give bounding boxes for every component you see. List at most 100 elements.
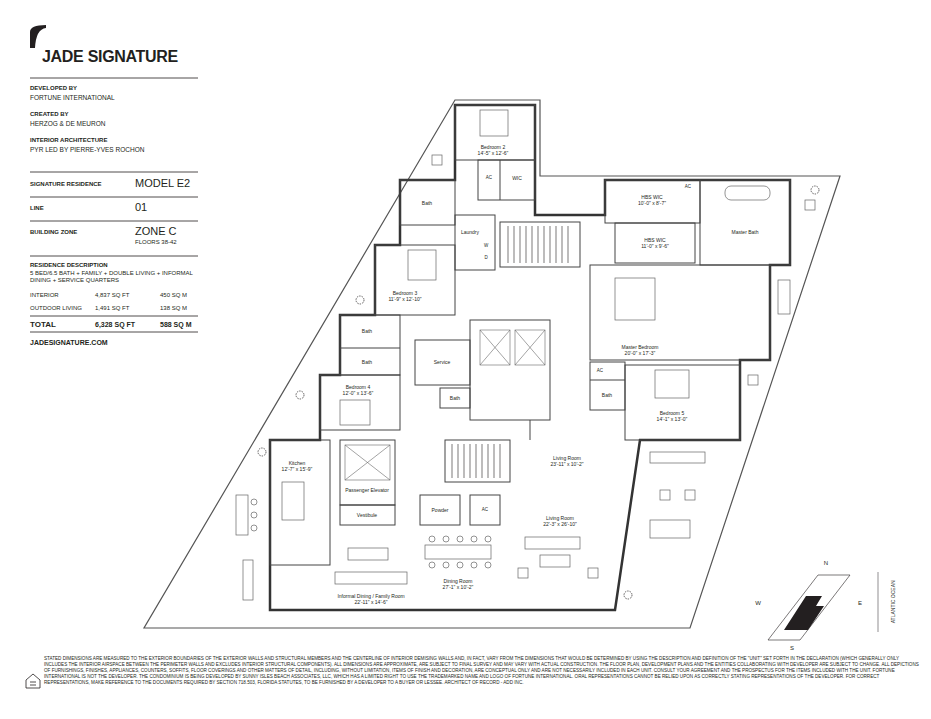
room-name: Bedroom 5	[657, 410, 688, 416]
lounger	[243, 560, 253, 600]
room-name: Master Bath	[732, 229, 759, 235]
wall	[500, 222, 580, 267]
wall	[340, 348, 400, 349]
room-name: Passenger Elevator	[345, 487, 389, 493]
wall	[455, 215, 495, 270]
appliance-tag: W	[484, 243, 488, 248]
chair	[457, 562, 463, 568]
wall	[590, 265, 770, 360]
house-bars	[30, 682, 36, 685]
room-name: WIC	[512, 175, 522, 181]
wall	[400, 180, 455, 225]
wall	[500, 160, 501, 200]
room: HBS WIC11'-0" x 9'-6"	[641, 237, 669, 249]
armchair	[588, 568, 598, 578]
room: Bedroom 311'-9" x 12'-10"	[388, 290, 421, 302]
armchair	[685, 490, 695, 500]
wall	[270, 440, 330, 565]
room: Powder	[432, 507, 449, 513]
room-name: Bath	[362, 328, 372, 334]
wall	[340, 505, 395, 525]
room-name: Bath	[362, 359, 372, 365]
rule	[30, 316, 198, 317]
panel-value: 01	[135, 201, 147, 214]
room-name: Bath	[450, 395, 460, 401]
armchair	[805, 200, 815, 210]
wall	[440, 388, 470, 408]
room-name: HBS WIC	[638, 194, 666, 200]
closet-tag: AC	[597, 368, 603, 373]
sofa	[525, 537, 580, 549]
elevator-shaft	[480, 330, 510, 365]
compass-letter: N	[824, 560, 828, 567]
building-footprint	[784, 596, 824, 630]
wall	[470, 495, 500, 525]
house	[26, 674, 40, 688]
chair	[471, 536, 477, 542]
terrace-table	[650, 520, 690, 538]
room: Bath	[422, 200, 432, 206]
room: WIC	[512, 175, 522, 181]
room: Service	[434, 359, 451, 365]
room: HBS WIC10'-0" x 8'-7"	[638, 194, 666, 206]
area-name: INTERIOR	[30, 292, 59, 299]
kitchen-island	[282, 482, 304, 520]
wall	[445, 440, 510, 482]
chair	[457, 536, 463, 542]
stair-treads	[508, 226, 568, 263]
appliance-tag: D	[484, 255, 487, 260]
elevators-stairs	[345, 226, 568, 480]
area-value: 1,491 SQ FT	[95, 305, 129, 312]
wall	[415, 340, 470, 385]
closet-tag: AC	[486, 175, 492, 180]
room-dimensions: 27'-1" x 10'-2"	[443, 584, 474, 590]
wall	[455, 105, 535, 160]
panel-heading: DEVELOPED BY	[30, 85, 77, 92]
room: Master Bath	[732, 229, 759, 235]
chair	[251, 525, 257, 531]
wall	[605, 180, 700, 223]
room-name: Informal Dining / Family Room	[337, 593, 404, 599]
room-name: Dining Room	[443, 578, 474, 584]
equal-housing-logo	[26, 674, 40, 688]
panel-heading: BUILDING ZONE	[30, 229, 77, 236]
stair-treads	[452, 444, 500, 478]
chair	[485, 562, 491, 568]
wall	[340, 315, 400, 375]
terrace-outline	[144, 100, 840, 628]
coffee-table	[540, 555, 570, 567]
rule	[30, 332, 198, 333]
room-dimensions: 22'-3" x 26'-10"	[543, 521, 577, 527]
plant	[356, 296, 364, 304]
room-name: Master Bedroom	[622, 344, 659, 350]
room-dimensions: 23'-11" x 10'-2"	[550, 461, 583, 467]
area-value: 138 SQ M	[160, 305, 187, 312]
panel-heading: SIGNATURE RESIDENCE	[30, 181, 102, 188]
room-name: Living Room	[543, 515, 577, 521]
compass-letter: E	[858, 600, 862, 607]
panel-value: PYR LED BY PIERRE-YVES ROCHON	[30, 146, 144, 153]
wall	[530, 420, 531, 440]
elevator-cross	[480, 330, 510, 365]
chair	[251, 499, 257, 505]
panel-value: FLOORS 38-42	[135, 239, 177, 246]
room-dimensions: 22'-11" x 14'-6"	[337, 599, 404, 605]
bed	[408, 250, 436, 280]
chair	[443, 536, 449, 542]
sofa	[335, 572, 407, 584]
wall	[590, 362, 625, 410]
area-value: 450 SQ M	[160, 292, 187, 299]
room-name: Powder	[432, 507, 449, 513]
room: Bath	[362, 328, 372, 334]
chair	[251, 512, 257, 518]
room: Bedroom 214'-5" x 12'-6"	[478, 144, 509, 156]
plant	[624, 591, 632, 599]
bed	[615, 278, 655, 320]
lounger	[778, 280, 790, 314]
closet-tag: AC	[482, 507, 488, 512]
room: Laundry	[461, 229, 479, 235]
rule	[30, 221, 198, 222]
disclaimer: STATED DIMENSIONS ARE MEASURED TO THE EX…	[44, 656, 920, 686]
chair	[485, 536, 491, 542]
